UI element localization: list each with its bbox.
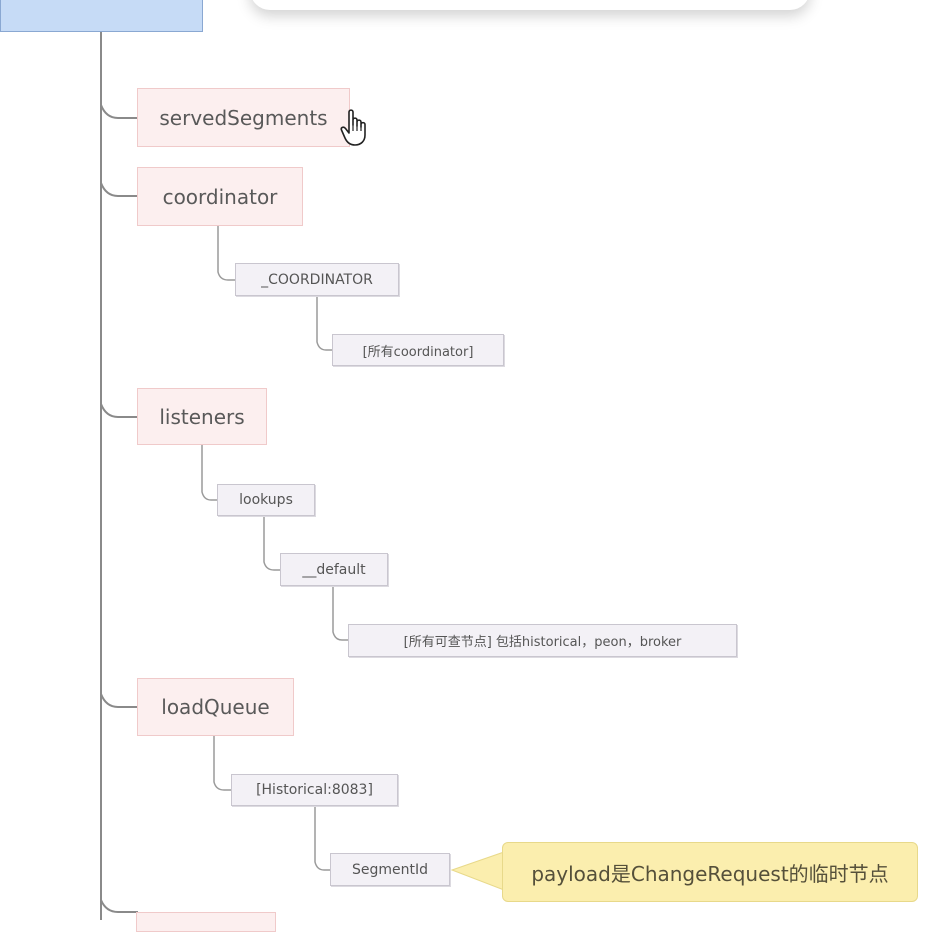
branch-served-segments xyxy=(100,104,138,119)
overlay-panel-edge xyxy=(250,0,810,10)
branch-coordinator xyxy=(100,182,138,197)
branch-lookups xyxy=(201,444,218,501)
node-coordinator-leaf[interactable]: [所有coordinator] xyxy=(332,334,504,366)
branch-listeners xyxy=(100,403,138,418)
branch-segment-id xyxy=(314,805,331,871)
node-listeners[interactable]: listeners xyxy=(137,388,267,445)
node-default-leaf[interactable]: [所有可查节点] 包括historical，peon，broker xyxy=(348,624,737,657)
node-coordinator[interactable]: coordinator xyxy=(137,167,303,226)
branch-coordinator-leaf xyxy=(316,295,333,351)
branch-load-queue xyxy=(100,693,138,708)
callout-note[interactable]: payload是ChangeRequest的临时节点 xyxy=(502,842,918,902)
branch-coordinator-child xyxy=(217,224,236,281)
branch-historical xyxy=(213,735,232,791)
node-lookups[interactable]: lookups xyxy=(217,484,315,516)
node-served-segments[interactable]: servedSegments xyxy=(137,88,350,147)
root-node[interactable] xyxy=(0,0,203,32)
node-next-partial[interactable] xyxy=(136,912,276,932)
node-historical[interactable]: [Historical:8083] xyxy=(231,774,398,806)
node-segment-id[interactable]: SegmentId xyxy=(330,853,450,886)
branch-default-leaf xyxy=(332,585,349,641)
branch-default xyxy=(263,515,281,571)
node-load-queue[interactable]: loadQueue xyxy=(137,678,294,736)
node-coordinator-child[interactable]: _COORDINATOR xyxy=(235,263,399,296)
branch-next xyxy=(100,899,138,913)
hand-pointer-icon xyxy=(340,108,370,152)
callout-pointer xyxy=(450,851,505,891)
node-default[interactable]: __default xyxy=(280,553,388,586)
